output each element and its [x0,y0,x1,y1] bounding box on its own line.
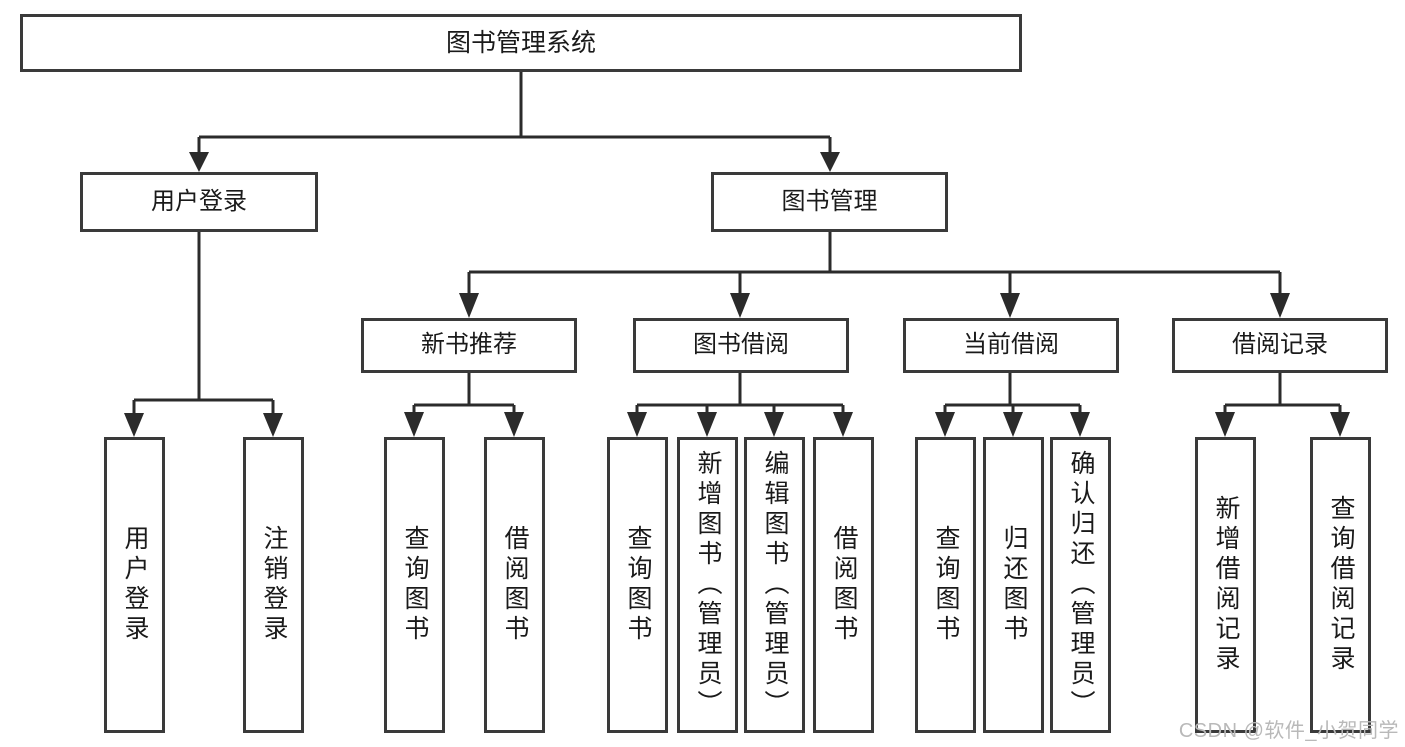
node-leaf-confirm-return-label: 确认归还（管理员） [1067,450,1095,720]
arrow-book-borrow-leaf-3 [764,412,784,437]
node-root-label: 图书管理系统 [445,29,596,57]
node-leaf-user-logout[interactable]: 注销登录 [243,437,304,733]
node-leaf-edit-book[interactable]: 编辑图书（管理员） [744,437,805,733]
node-leaf-query-book-2-label: 查询图书 [624,525,652,645]
arrow-root-to-book-management [820,152,840,172]
node-book-borrow[interactable]: 图书借阅 [633,318,849,373]
node-user-login[interactable]: 用户登录 [80,172,318,232]
arrow-new-book-leaf-1 [404,412,424,437]
node-current-borrow-label: 当前借阅 [963,331,1059,359]
node-leaf-query-book-3[interactable]: 查询图书 [915,437,976,733]
arrow-book-borrow-leaf-1 [627,412,647,437]
arrow-borrow-records-leaf-1 [1215,412,1235,437]
node-current-borrow[interactable]: 当前借阅 [903,318,1119,373]
node-leaf-borrow-book-1-label: 借阅图书 [501,525,529,645]
node-leaf-return-book-label: 归还图书 [1000,525,1028,645]
node-leaf-borrow-book-2-label: 借阅图书 [830,525,858,645]
node-leaf-add-record[interactable]: 新增借阅记录 [1195,437,1256,733]
node-leaf-query-book-2[interactable]: 查询图书 [607,437,668,733]
node-leaf-user-logout-label: 注销登录 [260,525,288,645]
node-leaf-query-record-label: 查询借阅记录 [1327,495,1355,675]
node-leaf-edit-book-label: 编辑图书（管理员） [761,450,789,720]
arrow-user-login-leaf-1 [124,413,144,437]
node-borrow-records-label: 借阅记录 [1232,331,1328,359]
arrow-user-login-leaf-2 [263,413,283,437]
node-leaf-user-login[interactable]: 用户登录 [104,437,165,733]
node-leaf-query-book-3-label: 查询图书 [932,525,960,645]
node-leaf-borrow-book-2[interactable]: 借阅图书 [813,437,874,733]
node-book-borrow-label: 图书借阅 [693,331,789,359]
node-leaf-add-book-label: 新增图书（管理员） [694,450,722,720]
node-user-login-label: 用户登录 [151,187,247,215]
node-leaf-query-book-1-label: 查询图书 [401,525,429,645]
arrow-bm-to-borrow-records [1270,293,1290,318]
arrow-current-borrow-leaf-1 [935,412,955,437]
node-new-book-recommend-label: 新书推荐 [421,331,517,359]
arrow-book-borrow-leaf-2 [697,412,717,437]
node-leaf-add-record-label: 新增借阅记录 [1212,495,1240,675]
arrow-borrow-records-leaf-2 [1330,412,1350,437]
arrow-current-borrow-leaf-2 [1003,412,1023,437]
arrow-book-borrow-leaf-4 [833,412,853,437]
arrow-root-to-user-login [189,152,209,172]
node-book-management[interactable]: 图书管理 [711,172,948,232]
node-leaf-return-book[interactable]: 归还图书 [983,437,1044,733]
node-borrow-records[interactable]: 借阅记录 [1172,318,1388,373]
watermark-text: CSDN @软件_小贺同学 [1178,720,1399,742]
node-new-book-recommend[interactable]: 新书推荐 [361,318,577,373]
node-leaf-add-book[interactable]: 新增图书（管理员） [677,437,738,733]
arrow-bm-to-current-borrow [1000,293,1020,318]
arrow-bm-to-new-book [459,293,479,318]
arrow-new-book-leaf-2 [504,412,524,437]
arrow-bm-to-book-borrow [730,293,750,318]
node-leaf-query-record[interactable]: 查询借阅记录 [1310,437,1371,733]
node-leaf-query-book-1[interactable]: 查询图书 [384,437,445,733]
node-leaf-borrow-book-1[interactable]: 借阅图书 [484,437,545,733]
arrow-current-borrow-leaf-3 [1070,412,1090,437]
node-leaf-confirm-return[interactable]: 确认归还（管理员） [1050,437,1111,733]
node-root[interactable]: 图书管理系统 [20,14,1022,72]
node-leaf-user-login-label: 用户登录 [121,525,149,645]
node-book-management-label: 图书管理 [781,187,878,215]
